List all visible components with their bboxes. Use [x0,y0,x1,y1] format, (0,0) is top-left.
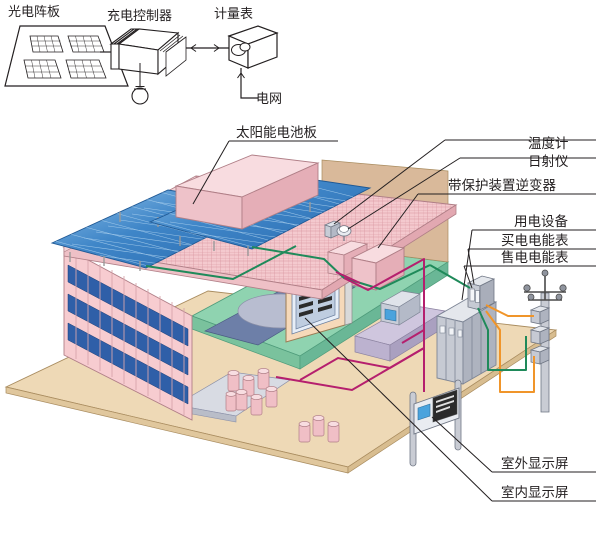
building-facade-left [63,246,193,421]
block-diagram [4,25,279,105]
callout-indoor-display: 室内显示屏 [501,484,569,501]
label-meter: 计量表 [214,7,253,22]
callout-outdoor-display: 室外显示屏 [501,455,569,472]
callout-buy-meter: 买电电能表 [501,233,569,249]
interior-power-cables [275,329,425,392]
block-diagram-labels: 光电阵板 充电控制器 计量表 电网 [8,5,282,107]
callout-pyranometer: 日射仪 [528,154,569,170]
roof-sensors [324,220,352,241]
load-equipment-cabinets[interactable] [435,296,498,385]
interior-monitor [380,290,421,326]
pyranometer-icon [336,225,352,241]
meter-symbol [227,25,279,69]
label-charge-controller: 充电控制器 [107,8,172,24]
callout-leaders [192,139,596,502]
interior-low-cabinet [354,304,446,362]
roof-cables [145,245,431,348]
rooftop-penthouse [174,154,320,230]
callout-load-equipment: 用电设备 [514,213,568,230]
energy-meters[interactable] [466,275,496,311]
callout-inverter: 带保护装置逆变器 [448,178,556,194]
callout-thermometer: 温度计 [528,136,569,152]
service-cables [429,264,535,393]
callout-solar-panel: 太阳能电池板 [236,125,317,141]
utility-pole [523,269,567,413]
buy-meter-face [469,288,475,302]
sell-meter-face [475,290,480,303]
callout-sell-meter: 售电电能表 [501,250,569,266]
label-grid: 电网 [256,92,282,107]
outdoor-display[interactable] [409,379,462,467]
inverter-box-small [326,240,369,277]
charge-controller-symbol [109,28,187,105]
label-pv-array: 光电阵板 [8,5,60,20]
seating-stools [225,368,340,443]
rooftop-inverter-boxes [326,240,406,291]
callout-labels: 太阳能电池板 温度计 日射仪 带保护装置逆变器 用电设备 买电电能表 售电电能表… [236,125,569,501]
pv-array-symbol [4,25,129,87]
